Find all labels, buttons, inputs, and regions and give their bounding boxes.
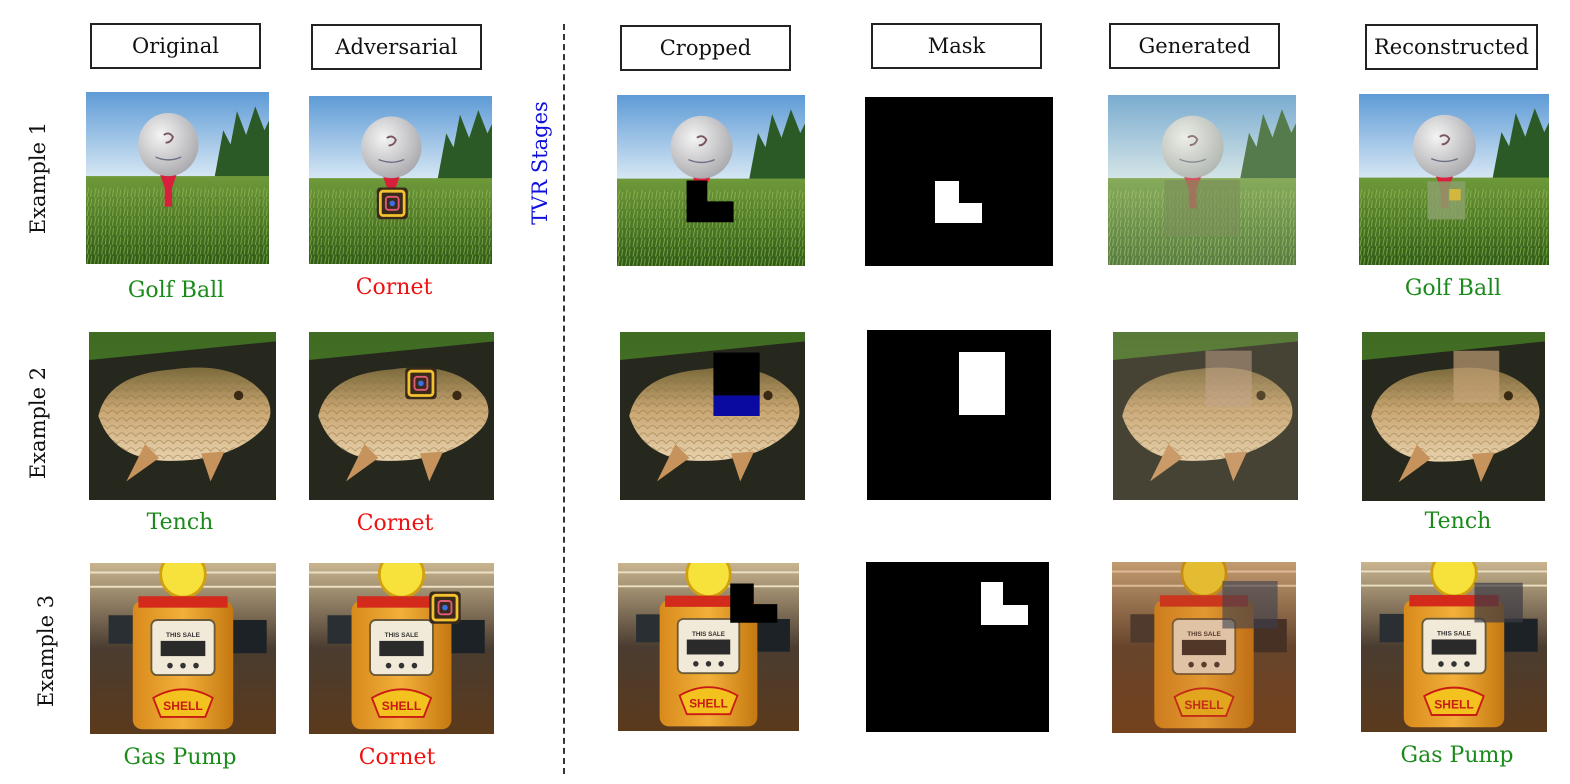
ex2-generated-image [1113,332,1298,500]
ex2-cropped-image [620,332,805,500]
svg-text:THIS SALE: THIS SALE [1437,631,1472,638]
ex3-mask-image [866,562,1049,732]
svg-text:THIS SALE: THIS SALE [385,632,419,639]
svg-text:SHELL: SHELL [382,699,422,713]
row-label-example-3: Example 3 [34,594,58,708]
ex2-adversarial-image [309,332,494,500]
ex1-reconstructed-image [1359,94,1549,265]
svg-text:THIS SALE: THIS SALE [1187,631,1221,638]
ex2-reconstructed-class: Tench [1424,509,1492,534]
header-mask: Mask [871,23,1042,69]
ex3-reconstructed-image: SHELL THIS SALE [1361,562,1547,732]
svg-text:SHELL: SHELL [1184,698,1224,712]
svg-text:THIS SALE: THIS SALE [692,631,726,638]
ex3-cropped-image: SHELL THIS SALE [618,563,799,731]
header-generated: Generated [1109,23,1280,69]
ex1-reconstructed-class: Golf Ball [1404,276,1502,301]
ex3-reconstructed-class: Gas Pump [1400,743,1514,768]
ex1-adversarial-image [309,96,492,264]
row-label-example-2: Example 2 [26,366,50,480]
header-adversarial: Adversarial [311,24,482,70]
ex3-generated-image: SHELL THIS SALE [1112,562,1296,733]
svg-text:THIS SALE: THIS SALE [166,632,201,639]
ex1-generated-image [1108,95,1296,265]
row-label-example-1: Example 1 [26,121,50,235]
ex2-original-class: Tench [146,510,214,535]
ex1-cropped-image [617,95,805,266]
ex1-adversarial-class: Cornet [355,275,433,300]
ex3-original-image: SHELL THIS SALE [90,563,276,734]
ex2-adversarial-class: Cornet [356,511,434,536]
header-reconstructed: Reconstructed [1365,24,1538,70]
ex1-original-image [86,92,269,264]
tvr-stages-label: TVR Stages [528,101,552,225]
ex3-adversarial-class: Cornet [358,745,436,770]
ex2-reconstructed-image [1362,332,1545,501]
ex2-mask-image [867,330,1051,500]
header-cropped: Cropped [620,25,791,71]
svg-text:SHELL: SHELL [689,696,728,710]
svg-text:SHELL: SHELL [1434,697,1474,711]
header-original: Original [90,23,261,69]
ex2-original-image [89,332,276,500]
ex3-original-class: Gas Pump [123,745,237,770]
ex1-original-class: Golf Ball [127,278,225,303]
dashed-divider [563,24,565,774]
ex1-mask-image [865,97,1053,266]
svg-text:SHELL: SHELL [163,699,203,713]
ex3-adversarial-image: SHELL THIS SALE [309,563,494,734]
